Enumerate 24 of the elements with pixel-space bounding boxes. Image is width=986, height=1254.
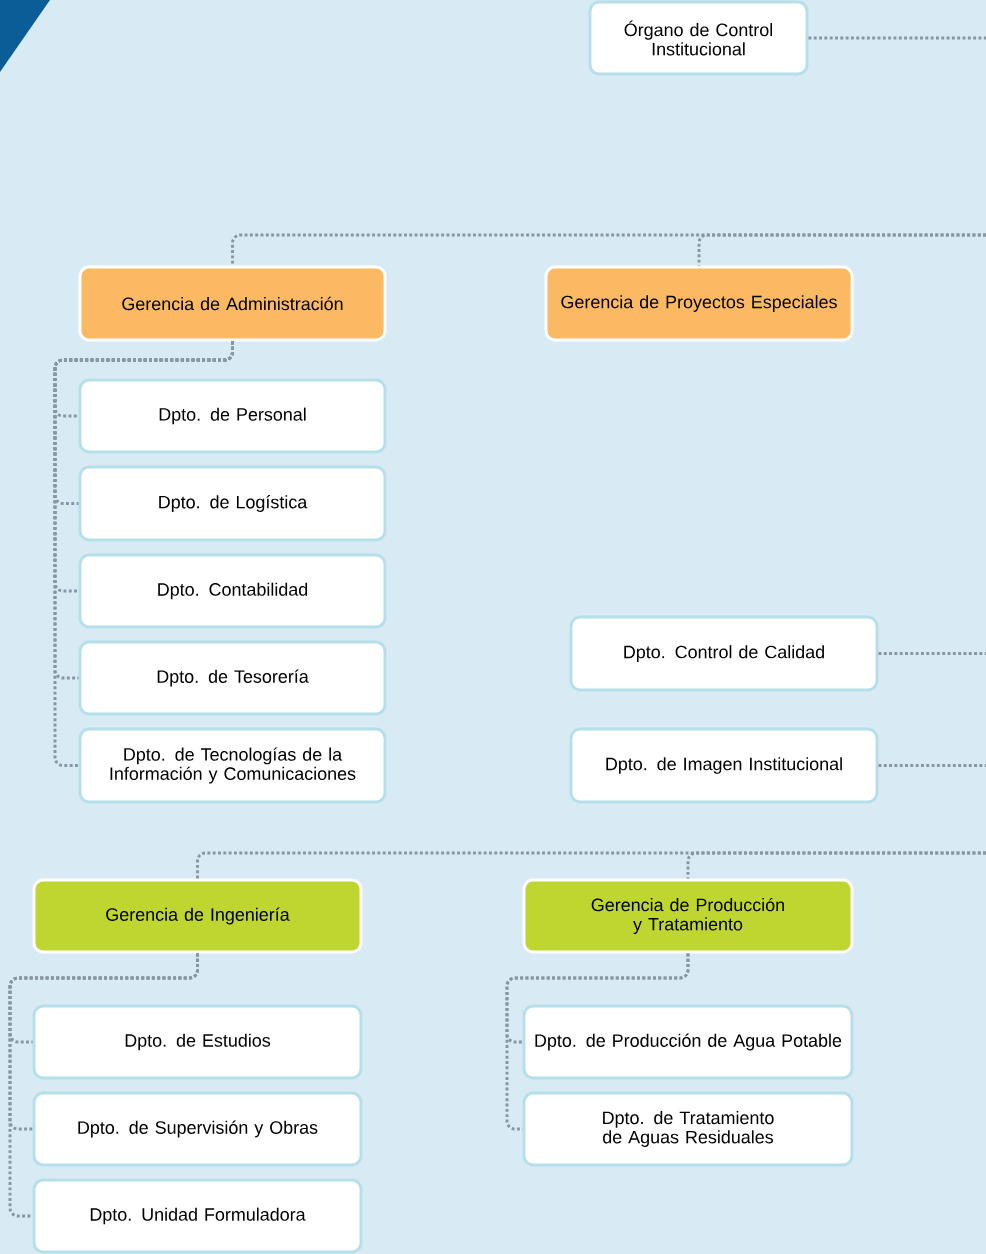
management-box: Gerencia de Administración: [78, 265, 387, 342]
department-box: Dpto. de Imagen Institucional: [569, 727, 879, 804]
department-box: Dpto. de Supervisión y Obras: [32, 1091, 363, 1167]
connector-line: [878, 764, 986, 767]
connector-line: [53, 341, 234, 767]
connector-line: [686, 851, 986, 879]
management-box: Gerencia de Ingeniería: [32, 878, 363, 954]
department-box: Dpto. de Estudios: [32, 1004, 363, 1080]
connector-line: [878, 652, 986, 655]
department-box: Dpto. Control de Calidad: [569, 615, 879, 692]
department-box: Dpto. de Tecnologías de la Información y Comunicaciones: [78, 727, 387, 804]
connector-line: [697, 233, 986, 266]
management-box: Gerencia de Producción y Tratamiento: [522, 878, 854, 954]
department-box: Dpto. Contabilidad: [78, 553, 387, 629]
department-box: Dpto. de Producción de Agua Potable: [522, 1004, 854, 1080]
department-box: Dpto. de Tratamiento de Aguas Residuales: [522, 1091, 854, 1167]
connector-line: [8, 953, 199, 1218]
department-box: Órgano de Control Institucional: [588, 0, 809, 76]
department-box: Dpto. Unidad Formuladora: [32, 1178, 363, 1254]
connector-line: [808, 36, 986, 40]
department-box: Dpto. de Tesorería: [78, 640, 387, 716]
department-box: Dpto. de Logística: [78, 465, 387, 542]
management-box: Gerencia de Proyectos Especiales: [544, 265, 854, 342]
department-box: Dpto. de Personal: [78, 378, 387, 454]
